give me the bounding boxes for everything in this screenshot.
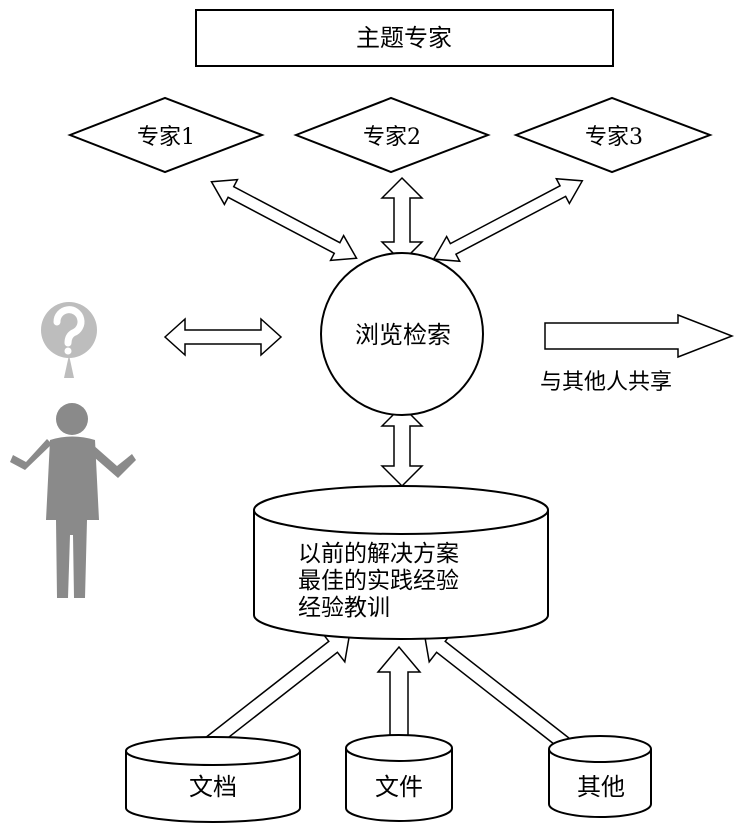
subject-expert-box: 主题专家 [195,9,614,67]
repository-line-1: 以前的解决方案 [298,541,459,567]
expert-2-diamond: 专家2 [293,96,491,174]
repository-double-arrow [380,404,424,488]
source-document-label: 文档 [189,773,237,801]
source-document-cylinder: 文档 [125,736,301,823]
question-person-icon [10,302,136,598]
share-arrow [544,313,735,359]
expert-1-diamond: 专家1 [67,96,265,174]
repository-cylinder: 以前的解决方案 最佳的实践经验 经验教训 [253,485,549,640]
expert-3-diamond: 专家3 [513,96,713,174]
source-other-label: 其他 [577,773,625,801]
browse-search-label: 浏览检索 [355,321,451,349]
source-file-cylinder: 文件 [345,734,453,822]
share-label: 与其他人共享 [540,370,672,395]
source-file-label: 文件 [375,773,423,801]
repository-line-3: 经验教训 [298,595,390,621]
source-2-arrow [376,645,422,743]
expert-2-label: 专家2 [363,125,421,150]
subject-expert-label: 主题专家 [356,24,452,52]
expert-1-label: 专家1 [137,125,195,150]
source-other-cylinder: 其他 [548,735,652,818]
expert-3-double-arrow [432,177,584,263]
question-bubble-icon [41,302,97,378]
browse-search-circle: 浏览检索 [320,252,484,416]
repository-line-2: 最佳的实践经验 [298,568,459,594]
expert-1-double-arrow [210,178,358,262]
person-double-arrow [163,317,283,357]
expert-3-label: 专家3 [585,125,643,150]
expert-2-double-arrow [380,176,424,264]
